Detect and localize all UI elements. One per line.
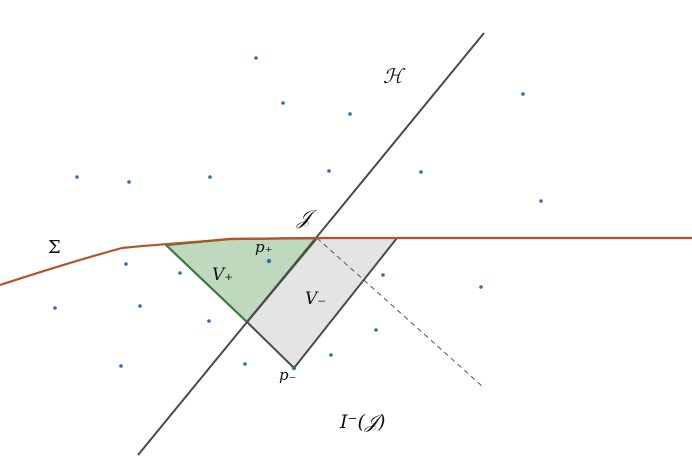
sigma-curve <box>0 236 692 287</box>
scri-label: 𝒥 <box>296 205 318 229</box>
point <box>329 353 333 357</box>
point <box>75 175 79 179</box>
v-minus-label: V₋ <box>305 289 326 309</box>
horizon-label: ℋ <box>383 64 406 88</box>
point <box>208 175 212 179</box>
point <box>327 169 331 173</box>
point <box>521 92 525 96</box>
dashed-line <box>316 237 483 387</box>
sigma-label: Σ <box>48 237 61 258</box>
point <box>374 328 378 332</box>
point <box>539 199 543 203</box>
point <box>119 364 123 368</box>
point <box>53 306 57 310</box>
point <box>243 362 247 366</box>
v-plus-label: V₊ <box>212 265 233 285</box>
point <box>266 258 272 264</box>
point <box>281 101 285 105</box>
p-minus-label: p₋ <box>279 366 297 384</box>
p-plus-label: p₊ <box>255 238 273 256</box>
scatter-points <box>53 56 543 371</box>
past-scri-label: I⁻(𝒥) <box>339 411 385 433</box>
point <box>124 262 128 266</box>
point <box>138 304 142 308</box>
point <box>419 170 423 174</box>
point <box>348 112 352 116</box>
point <box>127 180 131 184</box>
point <box>479 285 483 289</box>
point <box>254 56 258 60</box>
point <box>178 271 182 275</box>
point <box>291 365 297 371</box>
point <box>381 273 385 277</box>
point <box>207 319 211 323</box>
horizon-line <box>137 32 485 456</box>
